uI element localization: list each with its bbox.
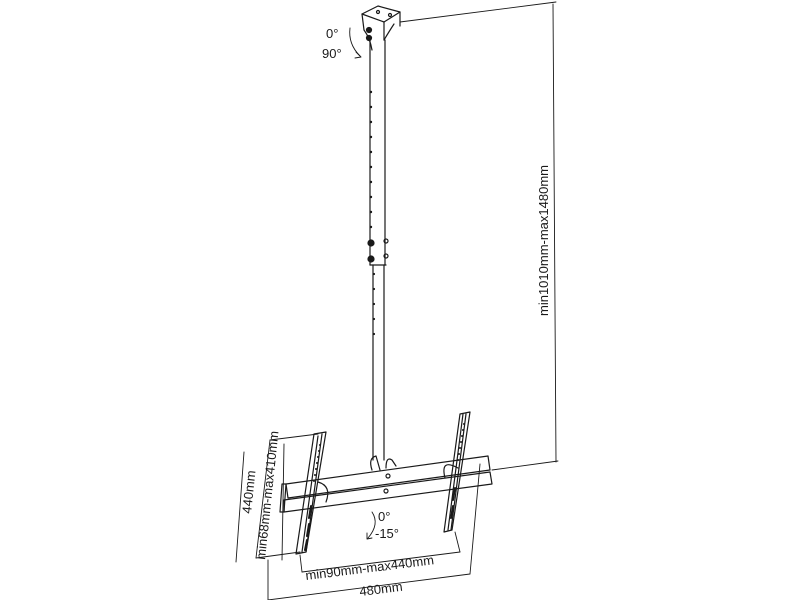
tilt-end-label: -15°: [375, 526, 399, 541]
ceiling-plate: [361, 5, 401, 51]
height-dimension: [399, 1, 559, 471]
swivel-end-label: 90°: [322, 46, 342, 61]
bottom-dimensions: [267, 463, 481, 600]
bracket-width-label: 480mm: [359, 579, 404, 599]
upper-pole: [369, 39, 386, 266]
swivel-arrow: [349, 27, 361, 57]
pole-holes-upper: [369, 90, 373, 229]
lower-pole: [372, 264, 385, 461]
bracket-height-label: 440mm: [239, 470, 258, 515]
pole-holes-lower: [372, 272, 376, 336]
tilt-start-label: 0°: [378, 509, 390, 524]
right-vertical-bracket: [443, 411, 471, 533]
crossbar: [279, 455, 493, 513]
tilt-arrow: [367, 511, 376, 539]
left-vertical-bracket: [295, 431, 327, 555]
vesa-vertical-label: min68mm-max410mm: [253, 430, 281, 560]
pole-bolt: [367, 255, 375, 263]
vesa-horizontal-label: min90mm-max440mm: [305, 552, 435, 583]
pole-bolt: [367, 239, 375, 247]
right-bracket-holes: [457, 423, 465, 461]
left-bracket-holes: [313, 444, 321, 482]
height-range-label: min1010mm-max1480mm: [536, 165, 551, 316]
tilt-joint: [370, 455, 397, 471]
left-dimensions: [235, 433, 319, 563]
swivel-start-label: 0°: [326, 26, 338, 41]
